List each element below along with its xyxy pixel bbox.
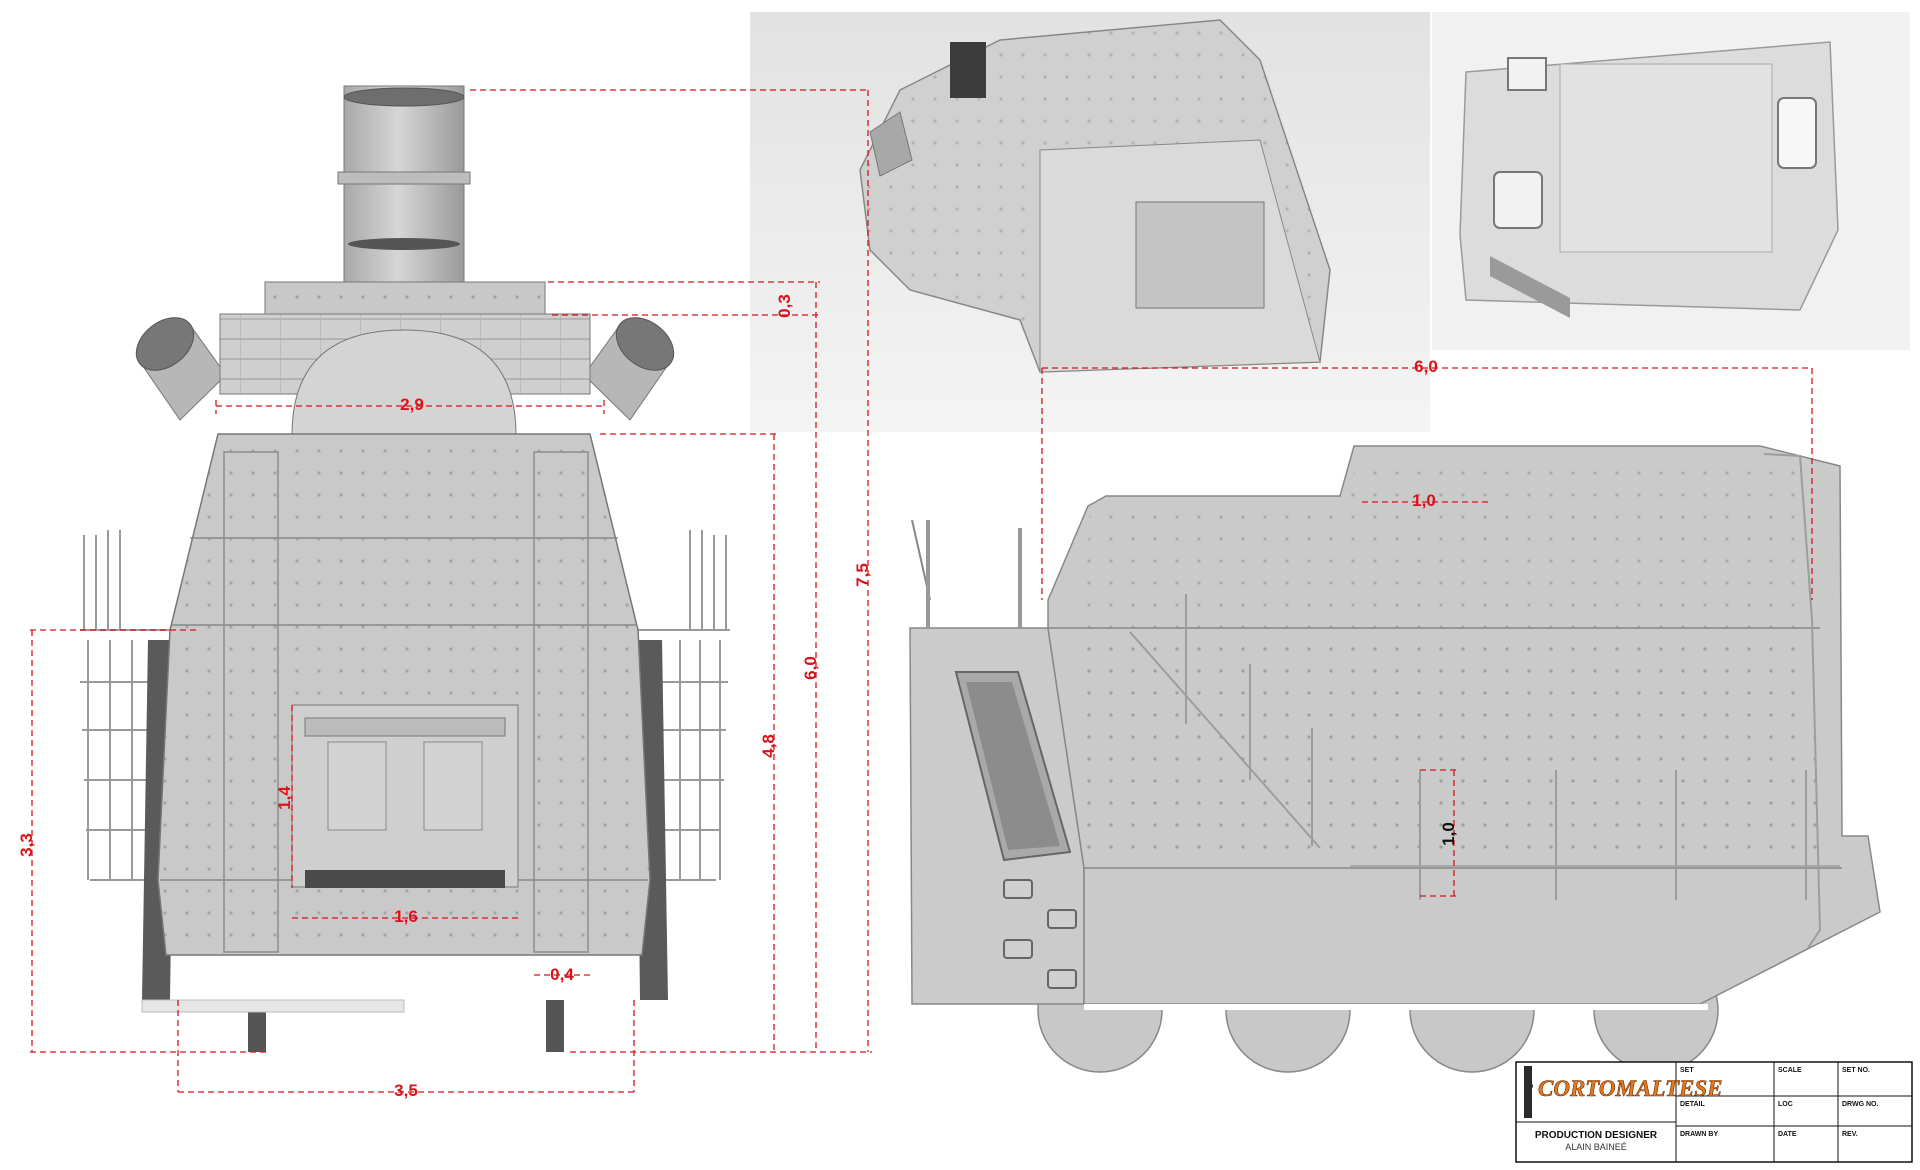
field-set-no: SET NO. — [1842, 1067, 1870, 1074]
side-hatches — [1003, 879, 1077, 989]
dim-top-width: 2,9 — [400, 395, 424, 414]
side-ladder — [1129, 453, 1822, 949]
field-date: DATE — [1778, 1131, 1797, 1138]
field-scale: SCALE — [1778, 1067, 1802, 1074]
designer-role: PRODUCTION DESIGNER — [1535, 1130, 1658, 1141]
dim-length: 6,0 — [1414, 357, 1438, 376]
dim-panel-height: 1,0 — [1439, 822, 1458, 846]
field-drwg-no: DRWG NO. — [1842, 1101, 1878, 1108]
perspective-render — [750, 12, 1430, 432]
dim-door-height: 1,4 — [275, 786, 294, 810]
field-drawn-by: DRAWN BY — [1680, 1131, 1718, 1138]
dim-ladder-width: 0,4 — [550, 965, 574, 984]
logo-figure-icon — [1524, 1066, 1533, 1118]
right-foot — [546, 1000, 564, 1052]
smokestack — [337, 85, 471, 285]
logo-text: CORTOMALTESE — [1538, 1076, 1722, 1101]
front-door — [291, 704, 519, 888]
left-foot — [248, 1000, 266, 1052]
title-block: CORTOMALTESE PRODUCTION DESIGNER ALAIN B… — [1515, 1061, 1913, 1163]
side-view — [909, 445, 1881, 1073]
dim-stack-height: 0,3 — [775, 294, 794, 318]
designer-name: ALAIN BAINEÉ — [1565, 1142, 1627, 1152]
dim-total-height: 7,5 — [853, 563, 872, 587]
dim-base-width: 3,5 — [394, 1081, 418, 1100]
render-door — [1135, 201, 1265, 309]
dim-door-width: 1,6 — [394, 907, 418, 926]
field-rev: REV. — [1842, 1131, 1858, 1138]
field-loc: LOC — [1778, 1101, 1793, 1108]
left-funnel — [135, 317, 227, 421]
dim-side-height: 3,3 — [17, 833, 36, 857]
field-detail: DETAIL — [1680, 1101, 1705, 1108]
dim-roof-step: 1,0 — [1412, 491, 1436, 510]
field-set: SET — [1680, 1067, 1694, 1074]
top-view-render — [1432, 12, 1910, 350]
dim-cabin-height: 4,8 — [759, 734, 778, 758]
right-funnel — [583, 317, 675, 421]
right-ladder — [533, 451, 589, 953]
left-ladder — [223, 451, 279, 953]
dome — [291, 329, 517, 436]
dimension-lines — [30, 89, 1813, 1093]
dim-body-height: 6,0 — [801, 656, 820, 680]
front-view — [80, 85, 730, 1052]
